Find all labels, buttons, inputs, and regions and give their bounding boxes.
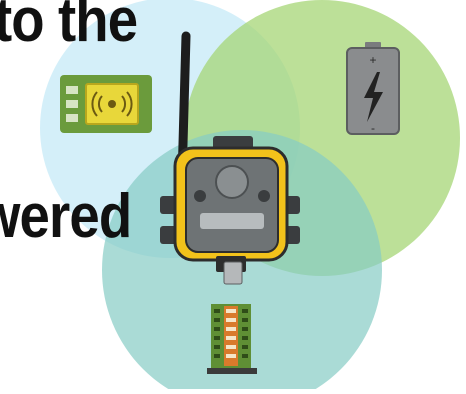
svg-text:-: - <box>371 121 375 135</box>
sensor-module-icon <box>60 75 152 133</box>
battery-icon: + - <box>346 42 400 135</box>
headline-line-2: wered <box>0 182 132 251</box>
wireless-node-icon <box>160 31 300 285</box>
headline-line-1: to the <box>0 0 138 55</box>
terminal-board-icon <box>207 304 257 374</box>
svg-text:+: + <box>369 53 376 67</box>
